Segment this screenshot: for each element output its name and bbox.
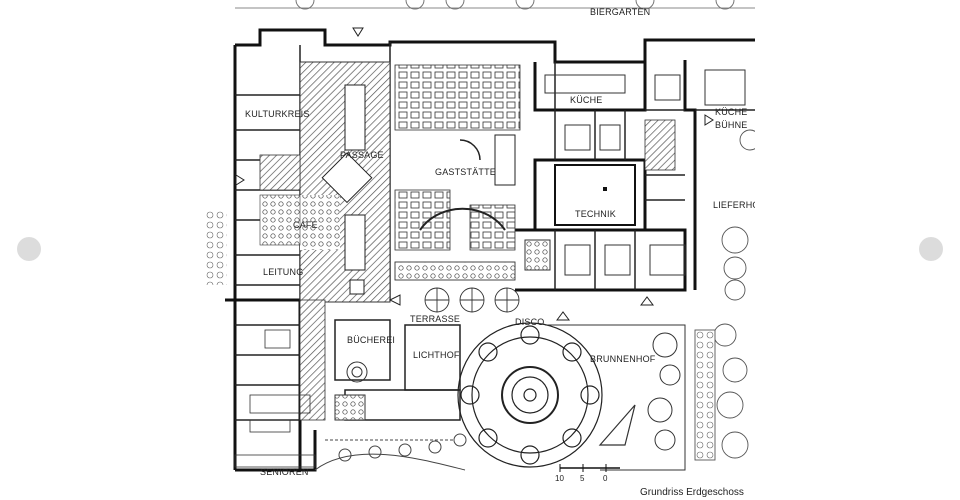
- kitchen-equipment: [544, 69, 746, 151]
- scale-tick-0: 0: [603, 474, 608, 483]
- cafe-seating: [300, 195, 340, 250]
- floor-plan: 10 5 0 BIERGARTEN KULTURKREIS PASSAGE KÜ…: [205, 0, 755, 483]
- label-cafe: CAFE: [293, 220, 318, 230]
- lower-left-hatch: [299, 299, 326, 421]
- senior-tables: [234, 329, 316, 468]
- label-terrasse: TERRASSE: [410, 314, 460, 324]
- kitchen-hatch: [644, 119, 676, 171]
- garden-path: [314, 433, 467, 471]
- left-shrubs: [205, 210, 227, 285]
- brunnenhof-rotunda: [457, 322, 603, 468]
- label-disco: DISCO: [515, 317, 545, 327]
- label-buecherei: BÜCHEREI: [347, 335, 395, 345]
- label-technik: TECHNIK: [575, 209, 616, 219]
- label-biergarten: BIERGARTEN: [590, 7, 650, 17]
- label-brunnenhof: BRUNNENHOF: [590, 354, 656, 364]
- gaststaette-tables-lower: [394, 189, 451, 251]
- previous-image-button[interactable]: [17, 237, 41, 261]
- passage-features: [321, 84, 373, 295]
- label-lichthof: LICHTHOF: [413, 350, 460, 360]
- label-kueche-buehne-1: KÜCHE: [715, 107, 748, 117]
- lower-right-rooms: [524, 239, 686, 276]
- label-passage: PASSAGE: [340, 150, 384, 160]
- scale-bar: 10 5 0: [555, 464, 620, 483]
- scale-tick-5: 5: [580, 474, 585, 483]
- garden-top: [235, 0, 755, 10]
- plan-caption: Grundriss Erdgeschoss: [640, 487, 744, 498]
- label-kueche: KÜCHE: [570, 95, 603, 105]
- lieferhof-trees: [695, 109, 755, 301]
- entrance-markers: [235, 27, 714, 321]
- label-kueche-buehne-2: BÜHNE: [715, 120, 748, 130]
- gaststaette-bar: [419, 207, 506, 231]
- gaststaette-tables-upper: [394, 64, 521, 131]
- next-image-button[interactable]: [919, 237, 943, 261]
- scale-tick-10: 10: [555, 474, 564, 483]
- brunnenhof-court: [545, 324, 686, 471]
- right-trees: [694, 323, 749, 461]
- kulturkreis-hatch: [259, 154, 301, 191]
- technik-room: [554, 164, 636, 226]
- label-kulturkreis: KULTURKREIS: [245, 109, 310, 119]
- label-leitung: LEITUNG: [263, 267, 303, 277]
- label-lieferhof: LIEFERHO: [713, 200, 755, 210]
- cafe-seating-left: [259, 194, 301, 246]
- label-gaststaette: GASTSTÄTTE: [435, 167, 496, 177]
- terrasse-umbrellas: [394, 261, 520, 313]
- label-senioren: SENIOREN: [260, 467, 309, 477]
- buecherei-stair: [334, 361, 368, 421]
- gaststaette-tables-right: [469, 204, 516, 251]
